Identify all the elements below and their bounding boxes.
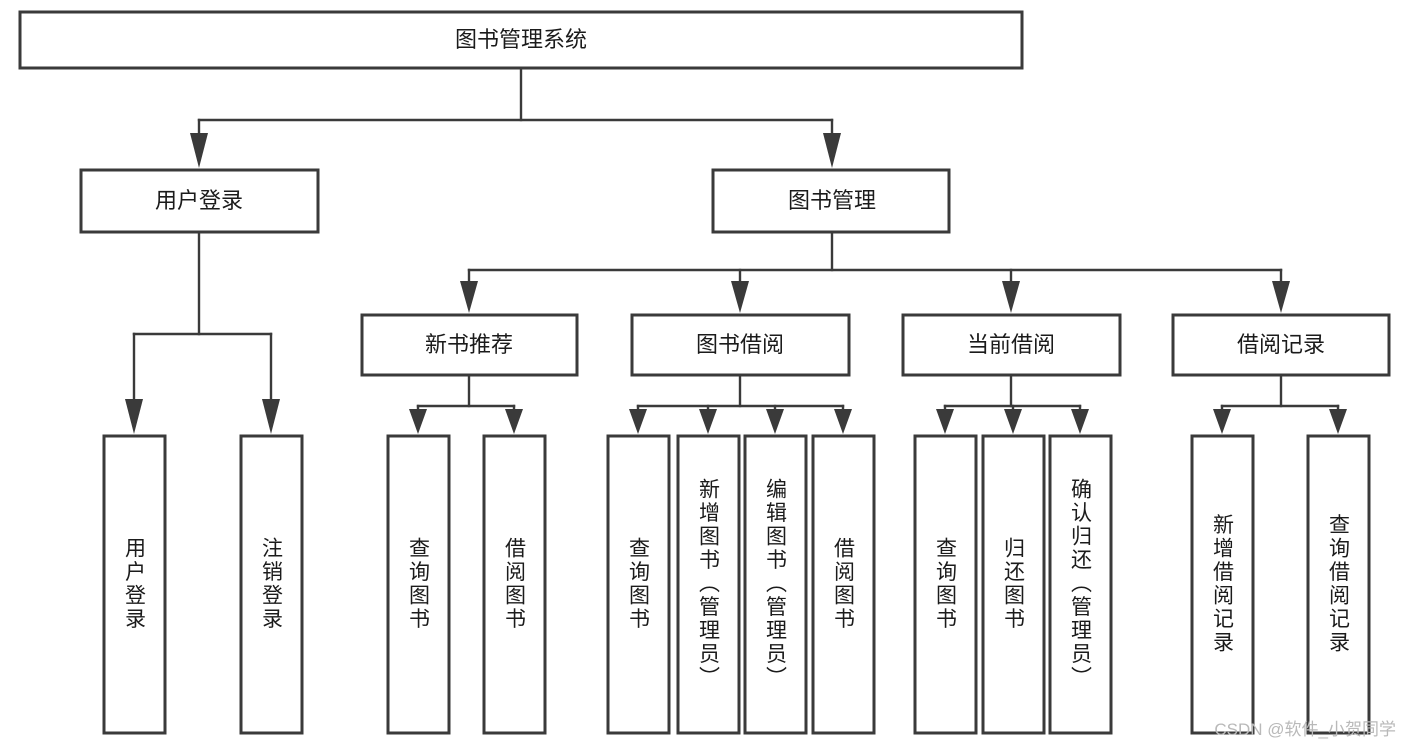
leaf-node-label: 用户登录 bbox=[123, 537, 147, 631]
leaf-node-box[interactable] bbox=[811, 434, 876, 735]
arrow-head-leaf-12 bbox=[1213, 409, 1231, 434]
leaf-node[interactable]: 查询图书 bbox=[606, 434, 671, 735]
node-book-management-label: 图书管理 bbox=[788, 188, 876, 213]
leaf-node[interactable]: 用户登录 bbox=[102, 434, 167, 735]
leaf-node-label: 查询借阅记录 bbox=[1327, 514, 1351, 655]
node-root-box[interactable] bbox=[18, 10, 1024, 70]
watermark-label: CSDN @软件_小贺同学 bbox=[1214, 720, 1396, 739]
node-new-book-recommend-box[interactable] bbox=[360, 313, 579, 377]
leaf-node-box[interactable] bbox=[1048, 434, 1113, 735]
leaf-node-label: 注销登录 bbox=[260, 537, 284, 631]
leaf-node-box[interactable] bbox=[913, 434, 978, 735]
arrow-head-leaf-2 bbox=[262, 399, 280, 434]
leaf-node-label: 借阅图书 bbox=[503, 537, 527, 631]
leaf-node[interactable]: 借阅图书 bbox=[482, 434, 547, 735]
leaf-node-box[interactable] bbox=[102, 434, 167, 735]
leaf-node[interactable]: 查询借阅记录 bbox=[1306, 434, 1371, 735]
arrow-head-book-manage bbox=[823, 133, 841, 168]
arrow-head-current-borrow bbox=[1002, 281, 1020, 313]
arrow-head-leaf-6 bbox=[699, 409, 717, 434]
arrow-head-leaf-8 bbox=[834, 409, 852, 434]
leaf-node-label: 编辑图书（管理员） bbox=[764, 478, 788, 690]
node-current-borrow-box[interactable] bbox=[901, 313, 1122, 377]
leaf-node-label: 查询图书 bbox=[627, 537, 651, 631]
arrow-head-borrow-record bbox=[1272, 281, 1290, 313]
node-user-login-label: 用户登录 bbox=[155, 188, 243, 213]
leaf-node-label: 借阅图书 bbox=[832, 537, 856, 631]
node-borrow-record-label: 借阅记录 bbox=[1237, 332, 1325, 357]
arrow-head-leaf-3 bbox=[409, 409, 427, 434]
leaf-node-box[interactable] bbox=[743, 434, 808, 735]
arrow-head-leaf-9 bbox=[936, 409, 954, 434]
leaf-node-label: 新增借阅记录 bbox=[1211, 514, 1235, 655]
leaf-node[interactable]: 查询图书 bbox=[913, 434, 978, 735]
leaf-node-label: 查询图书 bbox=[934, 537, 958, 631]
arrow-head-new-book bbox=[460, 281, 478, 313]
arrow-head-leaf-13 bbox=[1329, 409, 1347, 434]
leaf-node[interactable]: 新增借阅记录 bbox=[1190, 434, 1255, 735]
node-current-borrow-label: 当前借阅 bbox=[967, 332, 1055, 357]
leaf-node-label: 新增图书（管理员） bbox=[697, 478, 721, 690]
leaf-node-box[interactable] bbox=[676, 434, 741, 735]
node-new-book-recommend-label: 新书推荐 bbox=[425, 332, 513, 357]
leaf-node-box[interactable] bbox=[1190, 434, 1255, 735]
arrow-head-user-login bbox=[190, 133, 208, 168]
connector-layer bbox=[125, 66, 1347, 434]
arrow-head-leaf-10 bbox=[1004, 409, 1022, 434]
leaf-node-label: 查询图书 bbox=[407, 537, 431, 631]
leaf-node[interactable]: 借阅图书 bbox=[811, 434, 876, 735]
leaf-node[interactable]: 查询图书 bbox=[386, 434, 451, 735]
leaf-node-box[interactable] bbox=[482, 434, 547, 735]
leaf-node-box[interactable] bbox=[239, 434, 304, 735]
arrow-head-leaf-1 bbox=[125, 399, 143, 434]
arrow-head-book-borrow bbox=[731, 281, 749, 313]
leaf-node-box[interactable] bbox=[606, 434, 671, 735]
leaf-node-box[interactable] bbox=[1306, 434, 1371, 735]
node-root-label: 图书管理系统 bbox=[455, 27, 587, 52]
node-book-management-box[interactable] bbox=[711, 168, 951, 234]
node-root[interactable]: 图书管理系统 bbox=[18, 10, 1024, 70]
leaf-node[interactable]: 注销登录 bbox=[239, 434, 304, 735]
leaf-node-box[interactable] bbox=[981, 434, 1046, 735]
node-borrow-record[interactable]: 借阅记录 bbox=[1171, 313, 1391, 377]
node-book-borrow[interactable]: 图书借阅 bbox=[630, 313, 851, 377]
leaf-node[interactable]: 编辑图书（管理员） bbox=[743, 434, 808, 735]
arrow-head-leaf-11 bbox=[1071, 409, 1089, 434]
leaf-node[interactable]: 归还图书 bbox=[981, 434, 1046, 735]
leaf-node[interactable]: 新增图书（管理员） bbox=[676, 434, 741, 735]
node-user-login[interactable]: 用户登录 bbox=[79, 168, 320, 234]
node-book-management[interactable]: 图书管理 bbox=[711, 168, 951, 234]
node-user-login-box[interactable] bbox=[79, 168, 320, 234]
node-current-borrow[interactable]: 当前借阅 bbox=[901, 313, 1122, 377]
arrow-head-leaf-7 bbox=[766, 409, 784, 434]
leaf-node[interactable]: 确认归还（管理员） bbox=[1048, 434, 1113, 735]
leaf-node-label: 确认归还（管理员） bbox=[1069, 478, 1093, 690]
arrow-head-leaf-5 bbox=[629, 409, 647, 434]
node-book-borrow-box[interactable] bbox=[630, 313, 851, 377]
leaf-node-label: 归还图书 bbox=[1002, 537, 1026, 631]
node-new-book-recommend[interactable]: 新书推荐 bbox=[360, 313, 579, 377]
node-borrow-record-box[interactable] bbox=[1171, 313, 1391, 377]
leaf-node-box[interactable] bbox=[386, 434, 451, 735]
arrow-head-leaf-4 bbox=[505, 409, 523, 434]
node-book-borrow-label: 图书借阅 bbox=[696, 332, 784, 357]
